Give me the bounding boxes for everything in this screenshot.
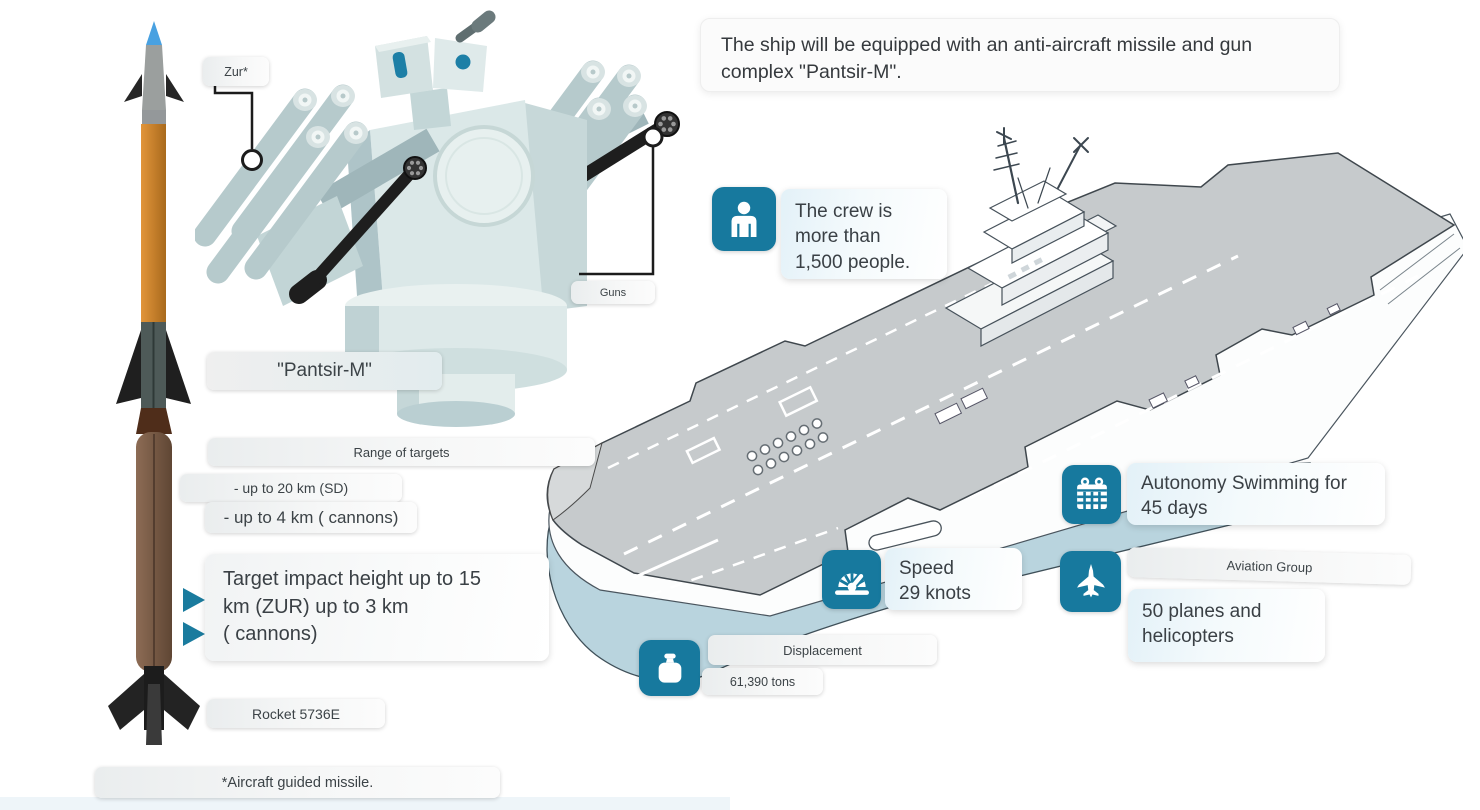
deck-pads [685,303,1341,465]
crew-box: The crew is more than 1,500 people. [781,189,947,279]
autonomy-box: Autonomy Swimming for 45 days [1127,463,1385,525]
label-displacement-value: 61,390 tons [702,668,823,695]
optical-sensor-head [375,10,496,130]
label-range-of-targets: Range of targets [208,438,595,466]
label-range-sd: - up to 20 km (SD) [180,474,402,502]
label-footnote: *Aircraft guided missile. [95,767,500,798]
deck-edge-boat [868,520,942,551]
equipment-note: The ship will be equipped with an anti-a… [700,18,1340,92]
displacement-icon-tile [639,640,700,696]
label-range-cannons: - up to 4 km ( cannons) [205,502,417,533]
label-zur: Zur* [203,57,269,86]
calendar-icon [1076,477,1107,509]
weight-icon [658,653,681,683]
speed-icon-tile [822,550,881,609]
bottom-wash-strip [0,797,730,810]
missile-tubes-left [195,84,440,306]
missile-illustration [108,21,200,745]
island-superstructure [944,127,1118,347]
person-icon [731,201,757,237]
speedometer-icon [834,572,869,595]
label-displacement: Displacement [708,635,937,665]
autonomy-icon-tile [1062,465,1121,524]
speed-box: Speed 29 knots [885,548,1022,610]
pantsir-turret-illustration [195,10,680,427]
aviation-icon-tile [1060,551,1121,612]
label-pantsir-name: "Pantsir-M" [207,352,442,390]
label-guns: Guns [571,281,655,304]
target-impact-box: Target impact height up to 15 km (ZUR) u… [205,554,549,661]
bullet-arrow-icon [183,588,205,612]
deck-circles [746,418,829,476]
bullet-arrow-icon [183,622,205,646]
label-rocket: Rocket 5736E [207,699,385,728]
runway-markings [607,254,1419,597]
aviation-box: 50 planes and helicopters [1128,589,1325,662]
crew-icon-tile [712,187,776,251]
jet-icon [1076,563,1105,597]
gun-barrel-left [289,156,427,304]
